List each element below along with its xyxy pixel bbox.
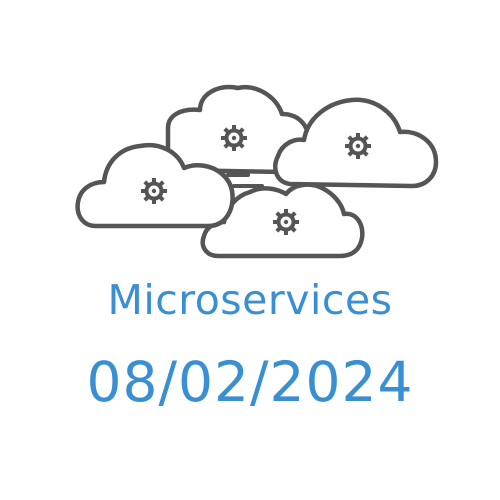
cloud-bottom: [200, 182, 365, 259]
gear-icon: [271, 207, 301, 237]
cloud-gears-icon: [75, 84, 439, 259]
page-title: Microservices: [107, 276, 393, 324]
gear-icon: [139, 176, 169, 206]
gear-icon: [219, 123, 249, 153]
date-label: 08/02/2024: [86, 350, 414, 414]
cloud-right: [273, 97, 439, 189]
gear-icon: [343, 131, 373, 161]
